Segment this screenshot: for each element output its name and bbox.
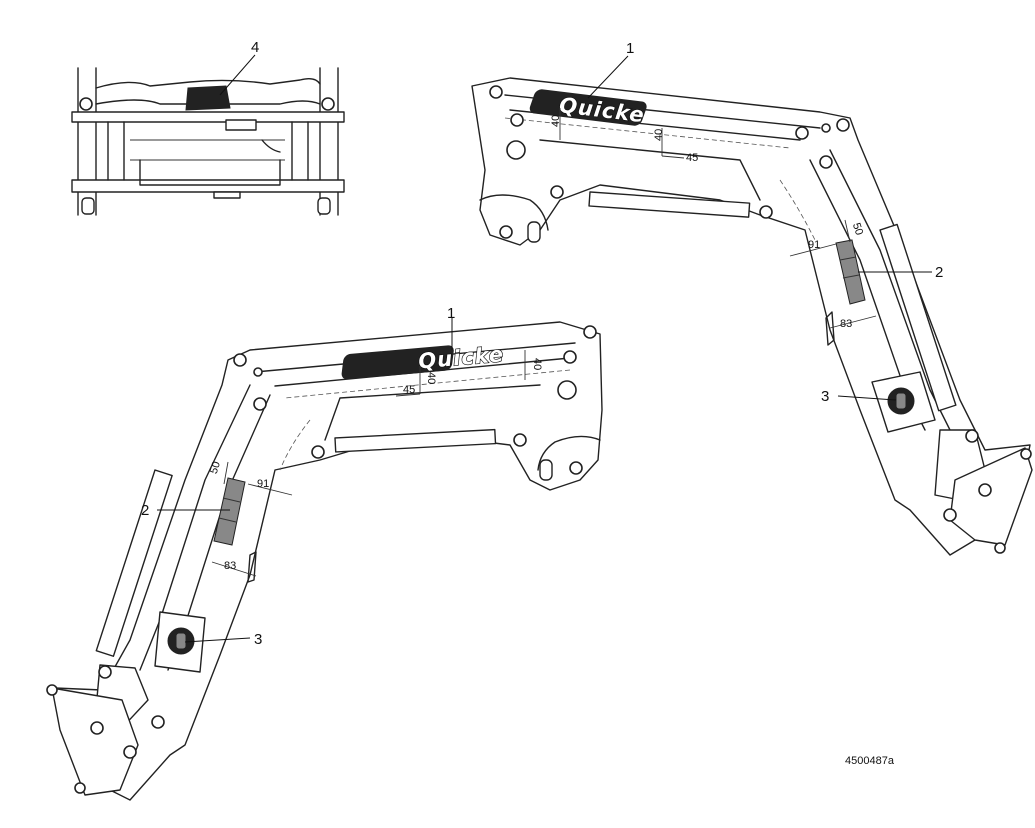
dim-40-lower-right: 40	[653, 129, 665, 141]
loader-arm-right-view: Quicke	[471, 77, 1033, 556]
dim-50-right: 50	[850, 221, 865, 236]
dim-40-lower-left: 40	[425, 372, 437, 384]
callout-leader-1-right	[587, 55, 629, 99]
callout-1-left: 1	[447, 305, 455, 322]
callout-leader-3-right	[837, 395, 897, 401]
dim-91-left: 91	[257, 478, 269, 490]
callout-leader-3-left	[184, 637, 251, 643]
dim-40-upper-right: 40	[550, 115, 562, 127]
loader-arm-left-view: Quicke	[46, 321, 603, 801]
callout-2-left: 2	[141, 502, 149, 519]
front-frame-view	[71, 67, 345, 216]
drawing-reference-code: 4500487a	[845, 755, 895, 767]
dim-83-right: 83	[840, 318, 852, 330]
callout-1-right: 1	[626, 40, 634, 57]
dim-83-left: 83	[224, 560, 236, 572]
dim-45-right: 45	[686, 152, 698, 164]
callout-4: 4	[251, 39, 259, 56]
callout-3-left: 3	[254, 631, 262, 648]
callout-2-right: 2	[935, 264, 943, 281]
dim-45-left: 45	[403, 384, 415, 396]
dim-91-right: 91	[808, 239, 820, 251]
dim-50-left: 50	[208, 460, 223, 475]
dimensions-right-view: 40 40 45 50 91 83	[550, 108, 877, 330]
callout-leader-4	[219, 54, 256, 96]
dimensions-left-view: 40 40 45 50 91 83	[208, 350, 543, 577]
callout-3-right: 3	[821, 388, 829, 405]
dim-40-upper-left: 40	[531, 358, 543, 370]
